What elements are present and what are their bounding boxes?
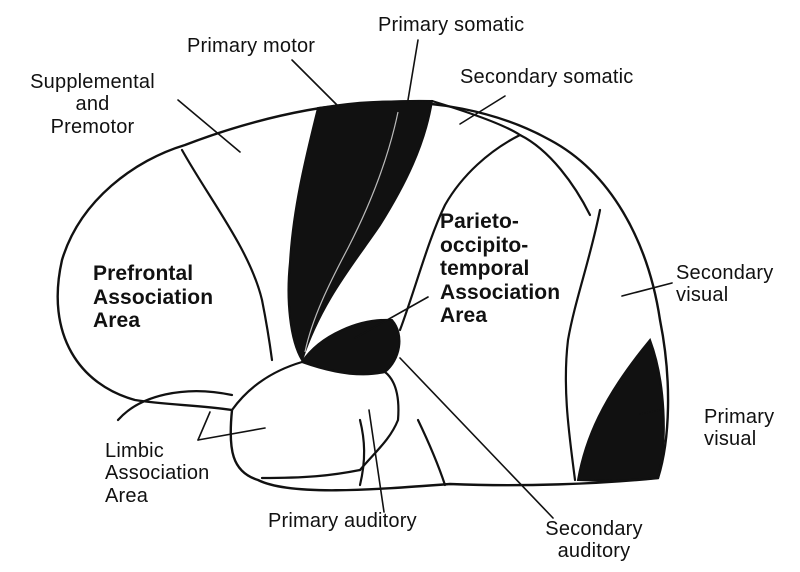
label-primary-somatic: Primary somatic: [378, 14, 524, 36]
label-secondary-auditory: Secondary auditory: [520, 518, 668, 563]
label-primary-visual: Primary visual: [704, 406, 774, 451]
label-prefrontal-association-area: Prefrontal Association Area: [93, 262, 213, 333]
label-supplemental-premotor: Supplemental and Premotor: [10, 71, 175, 138]
label-secondary-somatic: Secondary somatic: [460, 66, 633, 88]
label-secondary-visual: Secondary visual: [676, 262, 773, 307]
label-primary-auditory: Primary auditory: [268, 510, 417, 532]
label-limbic-association-area: Limbic Association Area: [105, 440, 209, 507]
label-parieto-occipito-temporal-area: Parieto- occipito- temporal Association …: [440, 210, 560, 328]
label-primary-motor: Primary motor: [187, 35, 315, 57]
